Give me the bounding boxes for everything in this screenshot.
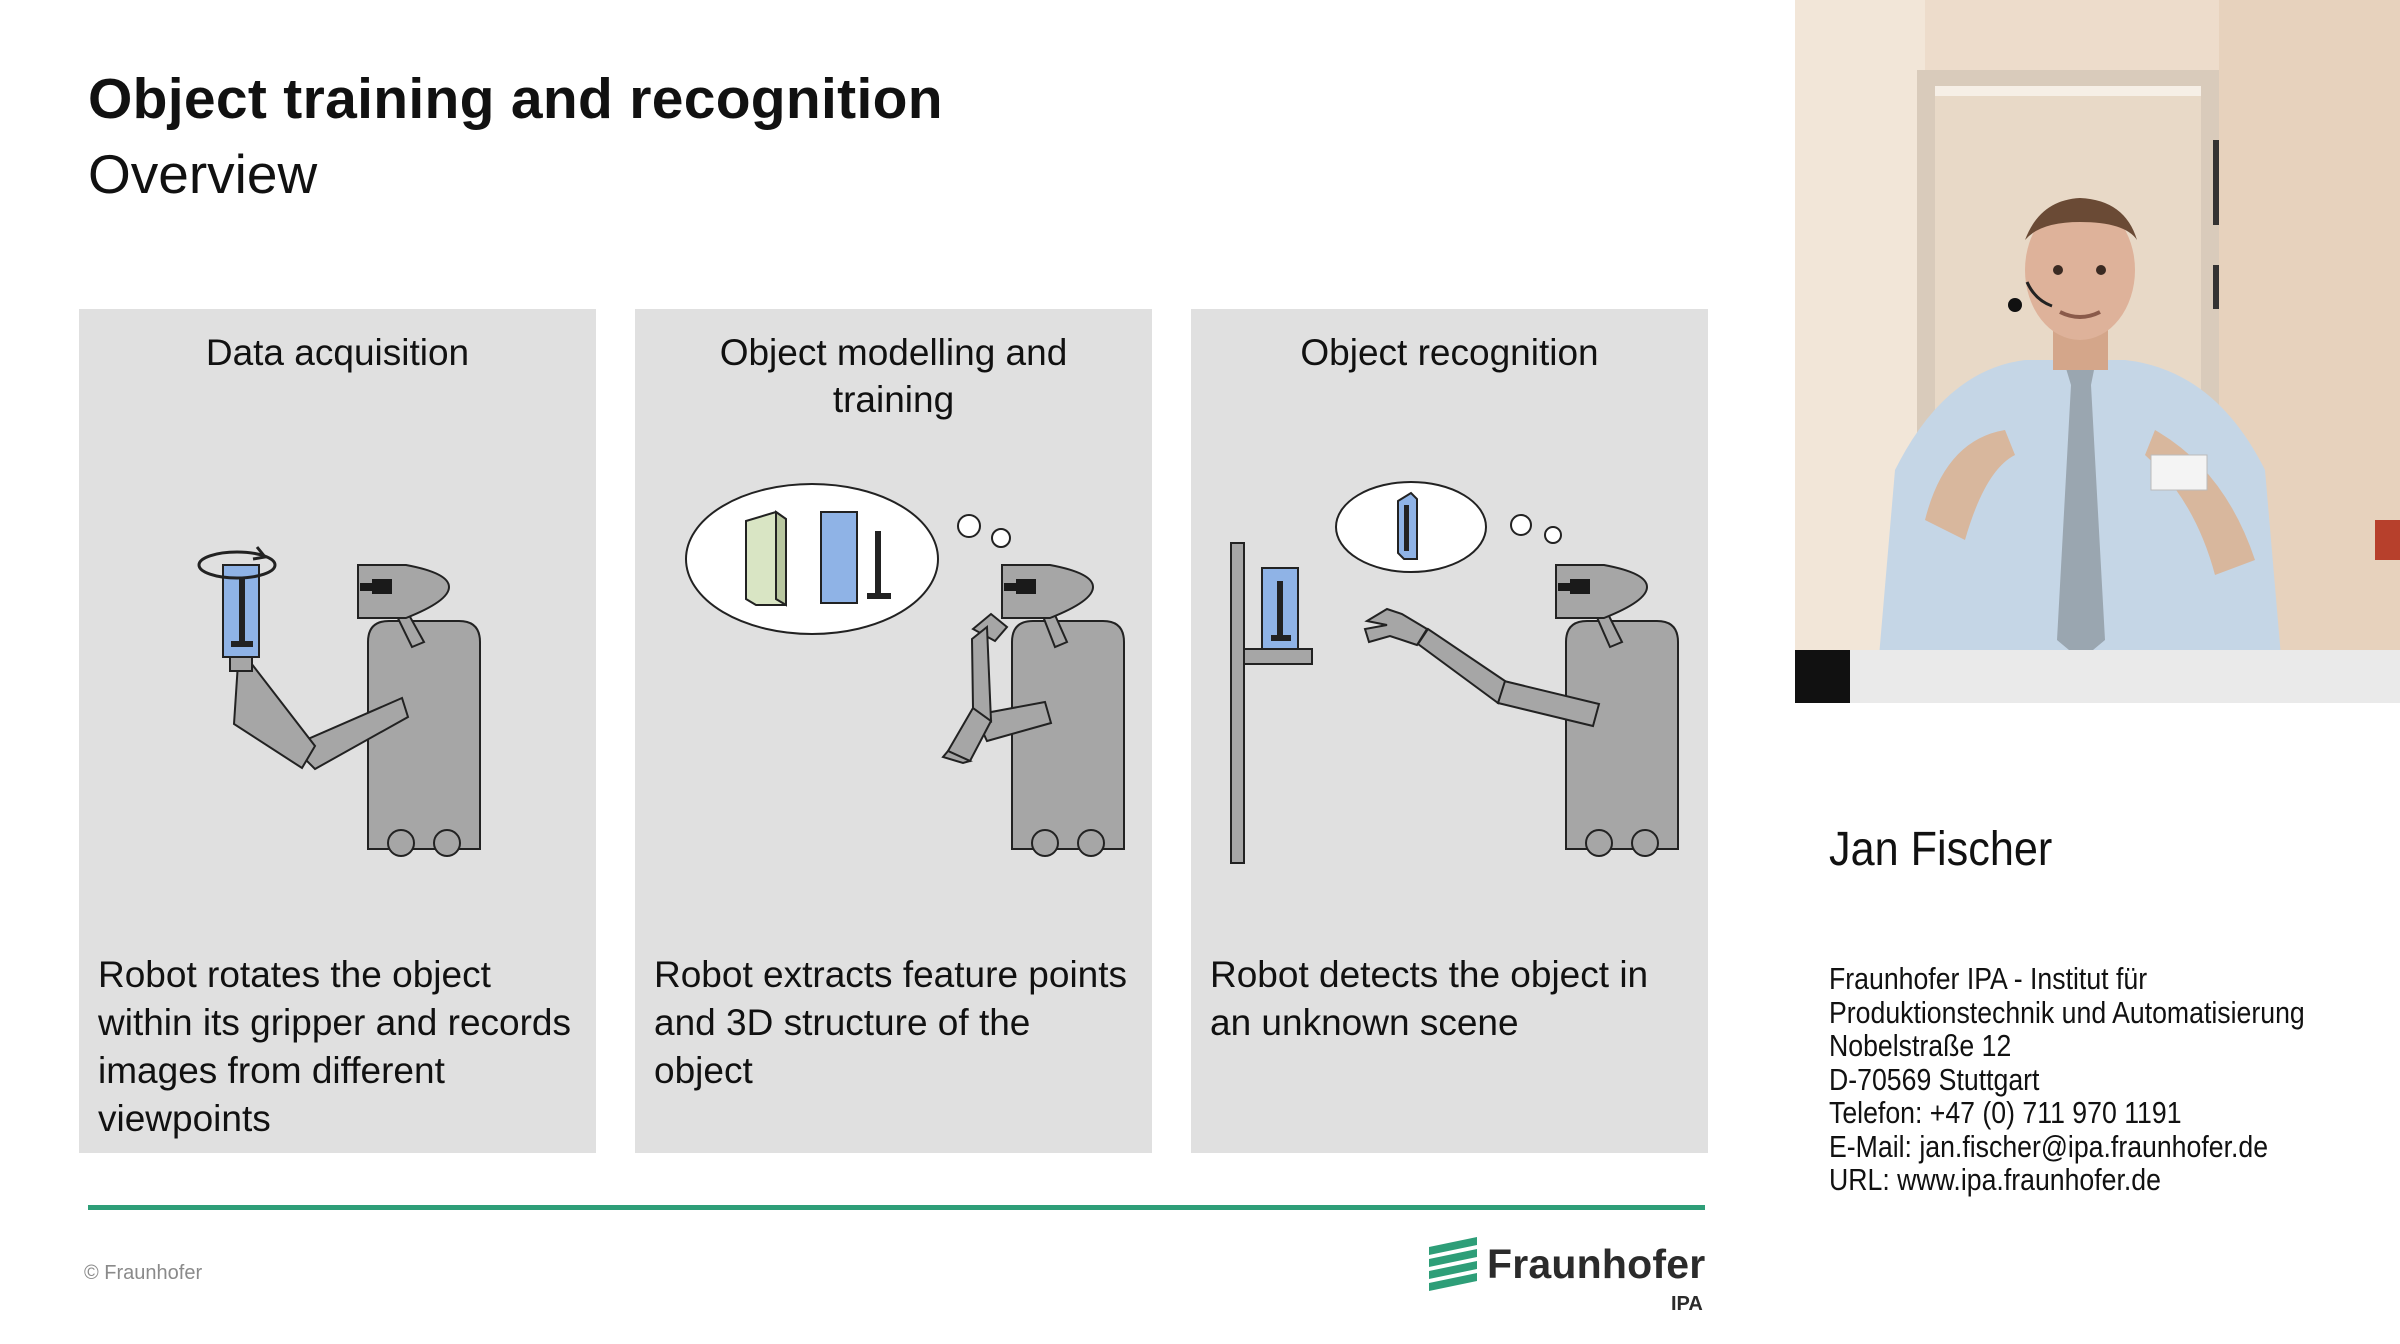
robot-reaching-object-illustration	[1230, 481, 1679, 864]
robot-thinking-illustration	[685, 483, 1125, 857]
logo-wordmark: Fraunhofer	[1487, 1241, 1706, 1287]
contact-department: Produktionstechnik und Automatisierung	[1829, 994, 2305, 1030]
slide-title: Object training and recognition	[88, 67, 943, 131]
panel-data-acquisition: Data acquisition Robot rotates the objec…	[79, 309, 596, 1153]
robot-rotating-object-illustration	[197, 546, 481, 857]
contact-phone: Telefon: +47 (0) 711 970 1191	[1829, 1095, 2182, 1130]
fraunhofer-logo: Fraunhofer IPA	[1425, 1233, 1715, 1315]
contact-city: D-70569 Stuttgart	[1829, 1061, 2040, 1097]
contact-street: Nobelstraße 12	[1829, 1028, 2012, 1063]
panel-object-modelling: Object modelling and training Robot extr…	[635, 309, 1152, 1153]
speaker-sidebar: Jan Fischer Fraunhofer IPA - Institut fü…	[1795, 0, 2400, 1344]
contact-email: E-Mail: jan.fischer@ipa.fraunhofer.de	[1829, 1128, 2269, 1164]
footer-divider	[88, 1205, 1705, 1210]
copyright-notice: © Fraunhofer	[84, 1262, 203, 1284]
panel-description: Robot detects the object in an unknown s…	[1210, 954, 1649, 1043]
panel-heading: Data acquisition	[205, 332, 470, 373]
panel-heading: Object modelling and training	[719, 332, 1068, 420]
panel-description: Robot rotates the object within its grip…	[98, 954, 571, 1139]
speaker-name: Jan Fischer	[1829, 823, 2053, 876]
contact-institute: Fraunhofer IPA - Institut für	[1829, 961, 2148, 996]
panel-object-recognition: Object recognition Robot detects the obj…	[1191, 309, 1708, 1153]
fraunhofer-logo-icon	[1429, 1237, 1477, 1291]
panel-heading: Object recognition	[1300, 332, 1599, 373]
logo-unit: IPA	[1671, 1293, 1703, 1315]
speaker-video-feed	[1795, 0, 2400, 703]
panel-description: Robot extracts feature points and 3D str…	[654, 954, 1128, 1091]
speaker-contact: Fraunhofer IPA - Institut für Produktion…	[1829, 962, 2305, 1197]
contact-url: URL: www.ipa.fraunhofer.de	[1829, 1162, 2161, 1197]
slide-subtitle: Overview	[88, 143, 318, 205]
slide: Object training and recognition Overview	[79, 67, 1715, 1315]
